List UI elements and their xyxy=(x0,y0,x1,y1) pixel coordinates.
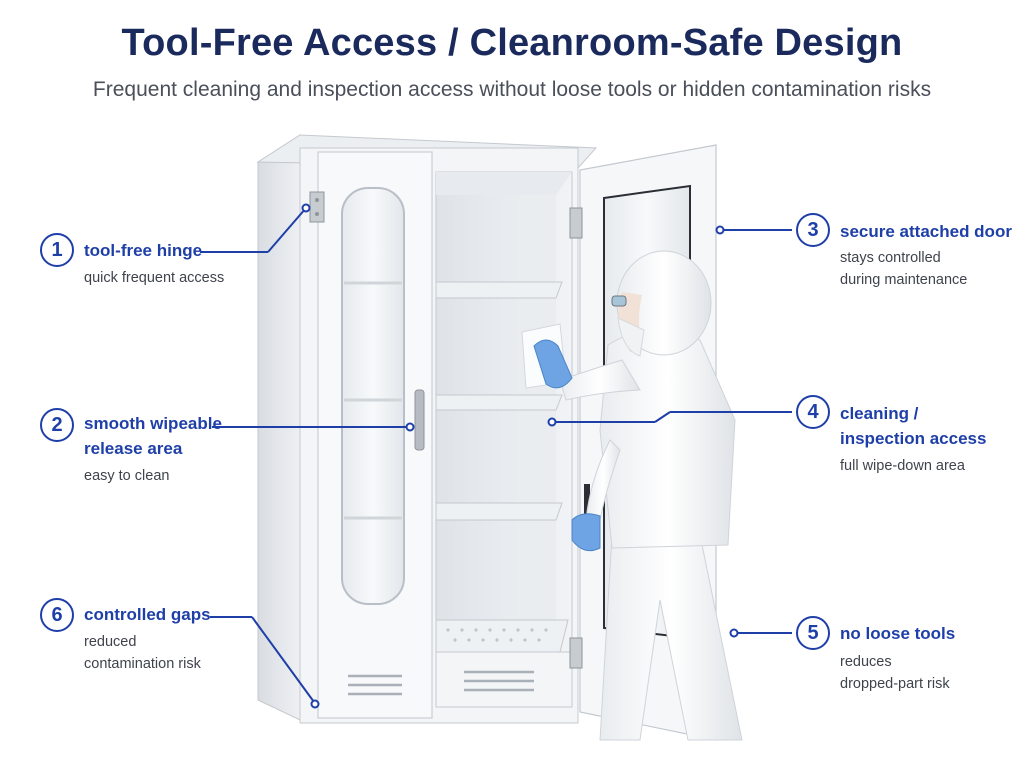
callout-number-2: 2 xyxy=(40,408,74,442)
callout-desc-3b: during maintenance xyxy=(840,272,968,288)
callout-desc-3a: stays controlled xyxy=(840,250,941,266)
callout-desc-6b: contamination risk xyxy=(84,656,201,672)
page-title: Tool-Free Access / Cleanroom-Safe Design xyxy=(121,22,903,64)
leader-line-2 xyxy=(212,422,415,432)
callout-number-6: 6 xyxy=(40,598,74,632)
callout-label-4b: inspection access xyxy=(840,429,987,448)
callout-number-5: 5 xyxy=(796,616,830,650)
callout-desc-1: quick frequent access xyxy=(84,270,225,286)
callout-desc-5a: reduces xyxy=(840,654,892,670)
callout-desc-4: full wipe-down area xyxy=(840,458,965,474)
leader-line-1 xyxy=(200,203,311,253)
cleanroom-worker-icon xyxy=(521,250,743,741)
page-subtitle: Frequent cleaning and inspection access … xyxy=(92,78,932,101)
callout-label-6: controlled gaps xyxy=(84,605,211,624)
callout-number-3: 3 xyxy=(796,213,830,247)
callout-label-3: secure attached door xyxy=(840,222,1012,241)
callout-desc-6a: reduced xyxy=(84,634,137,650)
callout-desc-5b: dropped-part risk xyxy=(840,676,950,692)
callout-label-2b: release area xyxy=(84,439,183,458)
callout-desc-2: easy to clean xyxy=(84,468,170,484)
callout-label-4a: cleaning / xyxy=(840,404,919,423)
callout-number-4: 4 xyxy=(796,395,830,429)
callout-label-2a: smooth wipeable xyxy=(84,414,222,433)
leader-line-4 xyxy=(547,411,792,427)
leader-line-6 xyxy=(210,616,320,709)
leader-line-5 xyxy=(729,628,792,638)
callout-number-1: 1 xyxy=(40,233,74,267)
callout-label-5: no loose tools xyxy=(840,624,956,643)
leader-line-3 xyxy=(715,225,792,235)
callout-label-1: tool-free hinge xyxy=(84,241,203,260)
